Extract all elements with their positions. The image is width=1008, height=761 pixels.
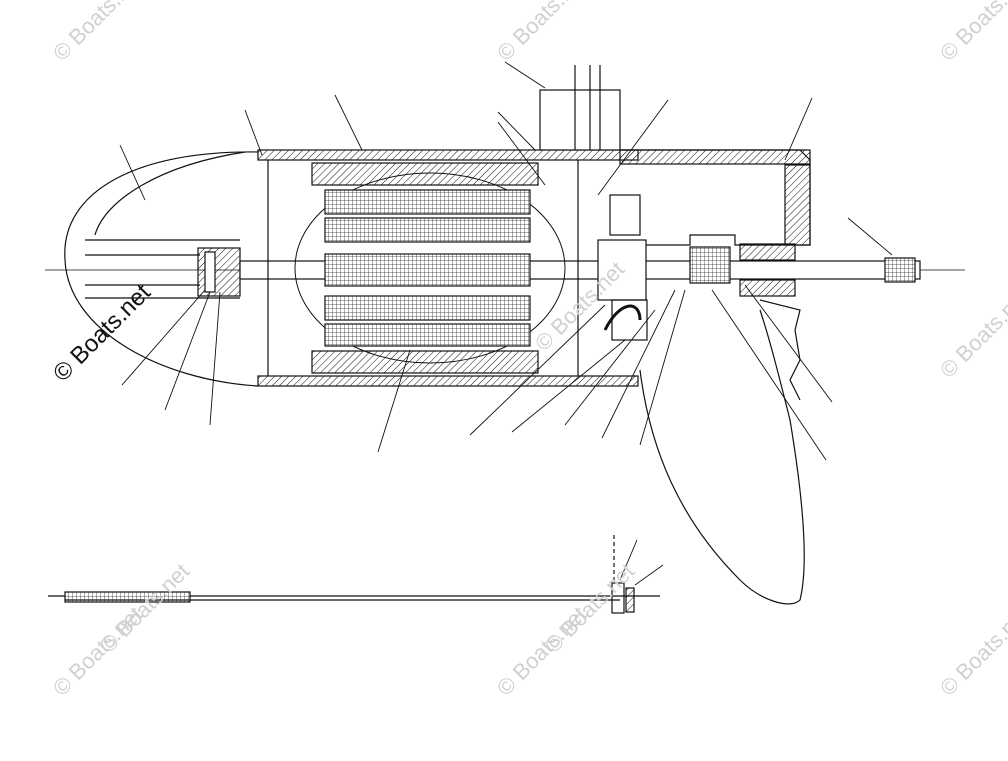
housing-bottom: [257, 375, 639, 387]
exploded-threaded-rod: [64, 591, 191, 603]
armature-lamination-2: [324, 217, 531, 243]
exploded-nut: [625, 587, 635, 613]
armature-lamination-1: [324, 189, 531, 215]
brush-holder: [609, 194, 641, 236]
armature-lamination-4: [324, 323, 531, 347]
armature-lamination-3: [324, 295, 531, 321]
nose-cone-inner: [94, 151, 246, 236]
callout-leaders: [119, 61, 893, 586]
exploded-washer: [611, 582, 625, 614]
rear-bearing: [689, 246, 731, 284]
armature-outline: [294, 172, 566, 364]
skeg: [639, 309, 805, 605]
shaft-tube: [539, 89, 621, 151]
nose-cone: [64, 151, 259, 387]
housing-top: [257, 149, 639, 161]
magnet-top: [311, 162, 539, 186]
nose-bushing: [197, 247, 241, 297]
magnet-bottom: [311, 350, 539, 374]
shaft-threads: [884, 257, 916, 283]
